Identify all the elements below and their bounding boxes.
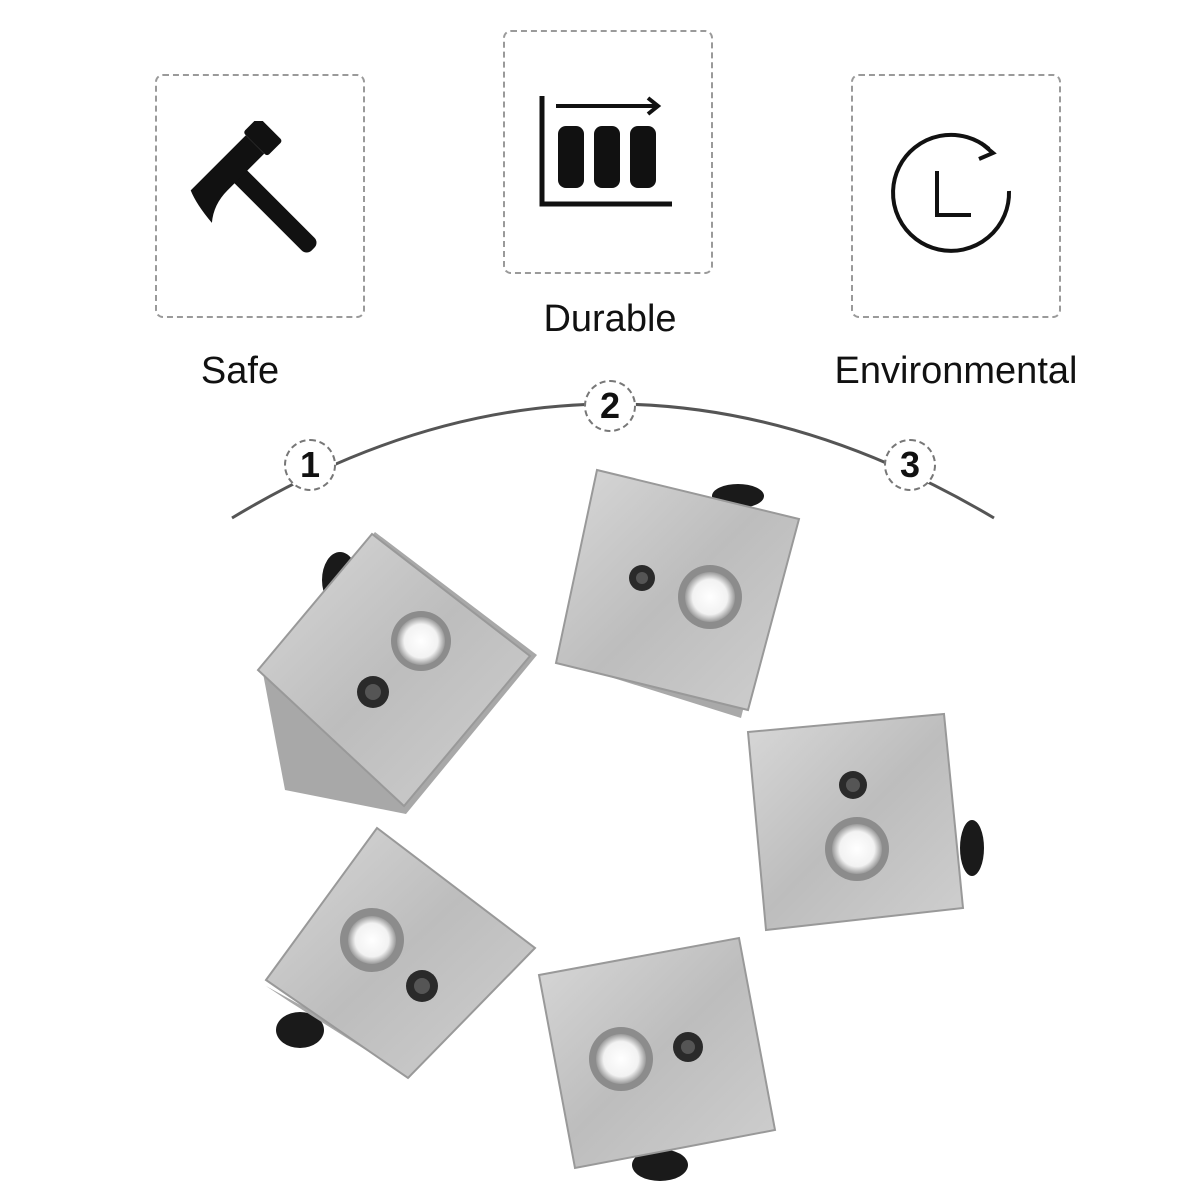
- feature-box-environmental: [851, 74, 1061, 318]
- feature-label-environmental: Environmental: [834, 350, 1078, 392]
- feature-label-safe: Safe: [200, 350, 280, 392]
- step-badge-1: 1: [284, 439, 336, 491]
- step-badge-2: 2: [584, 380, 636, 432]
- clock-refresh-icon: [891, 132, 1012, 253]
- heater-block-3: [746, 712, 984, 932]
- step-badge-3: 3: [884, 439, 936, 491]
- heater-block-2: [554, 468, 801, 718]
- hammer-icon: [190, 121, 317, 253]
- feature-box-durable: [503, 30, 713, 274]
- heater-block-1: [256, 532, 537, 814]
- heater-block-5: [537, 936, 777, 1181]
- feature-label-durable: Durable: [543, 298, 677, 340]
- bar-chart-arrow-icon: [539, 96, 672, 207]
- feature-box-safe: [155, 74, 365, 318]
- heater-block-4: [264, 826, 537, 1080]
